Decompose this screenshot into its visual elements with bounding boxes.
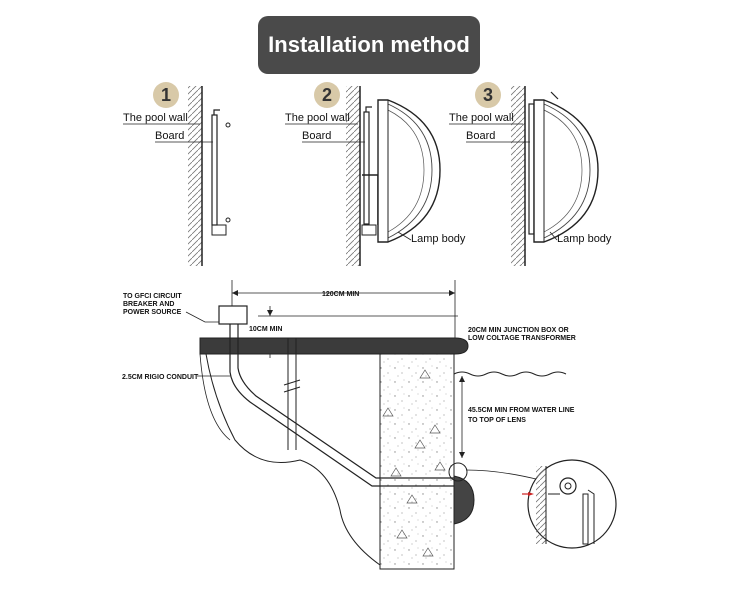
conduit xyxy=(229,324,454,487)
breaker-label: BREAKER AND xyxy=(123,301,174,308)
pool-wall-hatch xyxy=(346,86,360,266)
lamp-body-label: Lamp body xyxy=(411,233,466,245)
step-number: 1 xyxy=(161,85,171,105)
board xyxy=(528,103,535,235)
cross-section: 120CM MIN TO GFCI CIRCUIT BREAKER AND PO… xyxy=(122,280,617,570)
lamp-body xyxy=(377,99,441,243)
distance-10-label: 10CM MIN xyxy=(249,326,282,333)
board xyxy=(211,114,218,226)
concrete-wall xyxy=(379,353,455,570)
power-label: POWER SOURCE xyxy=(123,309,182,316)
pool-wall-hatch xyxy=(511,86,525,266)
water-line xyxy=(453,371,567,377)
pool-wall-hatch xyxy=(188,86,202,266)
step-1: 1 The pool wall Board xyxy=(123,82,231,266)
board xyxy=(363,111,370,225)
pool-wall-label: The pool wall xyxy=(449,112,514,124)
junction-label-1: 20CM MIN JUNCTION BOX OR xyxy=(468,327,569,334)
lamp-body-label: Lamp body xyxy=(557,233,612,245)
page-title: Installation method xyxy=(258,16,480,74)
step-number-badge xyxy=(314,82,340,108)
water-label-2: TO TOP OF LENS xyxy=(468,417,526,424)
pool-deck xyxy=(199,337,469,355)
board-label: Board xyxy=(466,130,495,142)
step-number: 3 xyxy=(483,85,493,105)
step-number-badge xyxy=(153,82,179,108)
step-number: 2 xyxy=(322,85,332,105)
lamp-fixture xyxy=(453,475,475,525)
water-label-1: 45.5CM MIN FROM WATER LINE xyxy=(468,407,575,414)
gfci-label: TO GFCI CIRCUIT xyxy=(123,293,182,300)
board-label: Board xyxy=(155,130,184,142)
distance-120-label: 120CM MIN xyxy=(322,291,359,298)
screw-icon xyxy=(225,217,231,223)
step-2: 2 The pool wall Board Lamp body xyxy=(285,82,466,266)
pool-wall-label: The pool wall xyxy=(285,112,350,124)
screw-icon xyxy=(225,122,231,128)
junction-label-2: LOW COLTAGE TRANSFORMER xyxy=(468,335,576,342)
step-3: 3 The pool wall Board Lamp body xyxy=(449,82,612,266)
junction-box xyxy=(218,305,248,325)
conduit-label: 2.5CM RIGIO CONDUIT xyxy=(122,374,199,381)
step-number-badge xyxy=(475,82,501,108)
screw-icon xyxy=(550,91,559,100)
screw-icon xyxy=(559,477,577,495)
board-label: Board xyxy=(302,130,331,142)
pool-wall-label: The pool wall xyxy=(123,112,188,124)
